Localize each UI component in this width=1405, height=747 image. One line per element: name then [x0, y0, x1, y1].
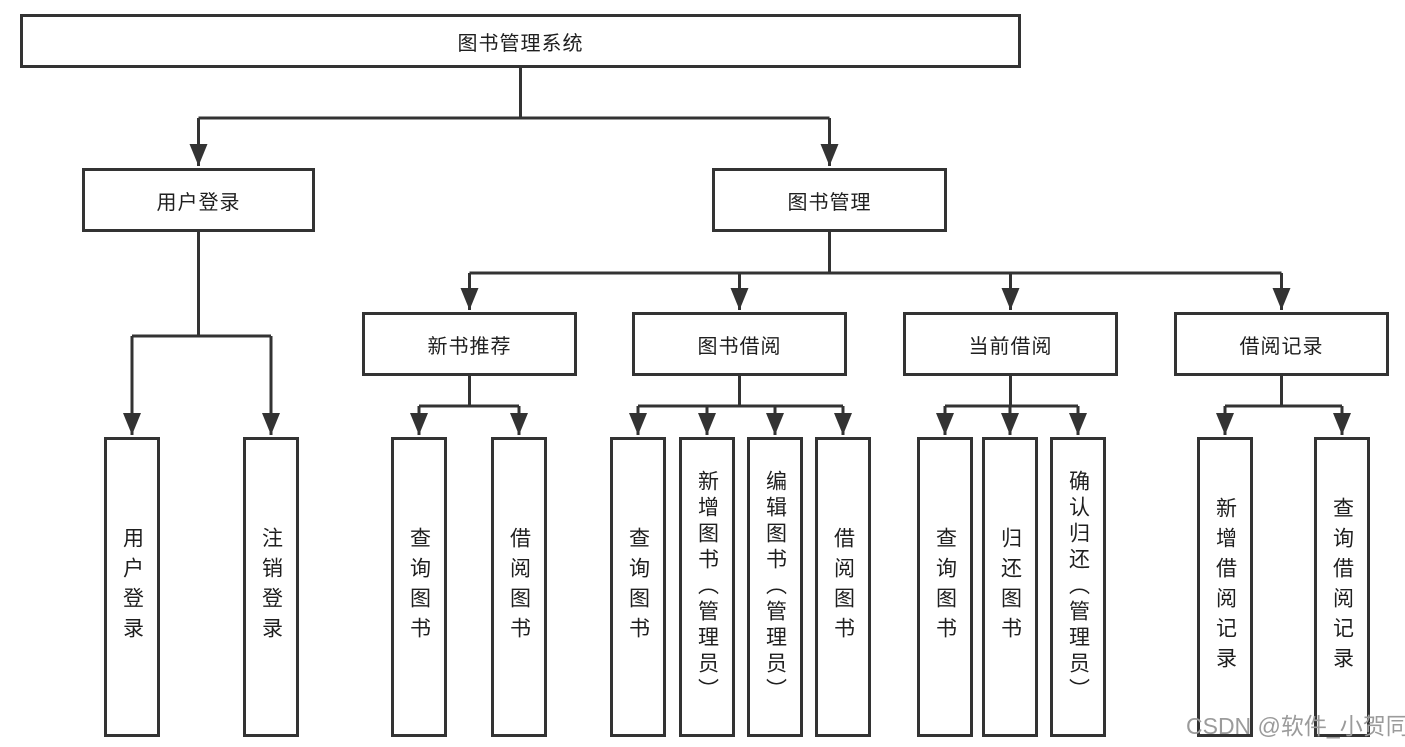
connector-user-login — [132, 232, 271, 338]
csdn-watermark: CSDN @软件_小贺同学 — [1186, 712, 1405, 742]
leaf-borrow-books-borrow: 借阅图书 — [815, 437, 871, 737]
leaf-query-books-recommend: 查询图书 — [391, 437, 447, 737]
leaf-add-borrow-record: 新增借阅记录 — [1197, 437, 1253, 737]
leaf-query-books-current: 查询图书 — [917, 437, 973, 737]
connector-new-book-recommend — [419, 376, 519, 408]
csdn-watermark-text: CSDN @软件_小贺同 — [1186, 713, 1405, 739]
node-new-book-recommend: 新书推荐 — [362, 312, 577, 376]
leaf-query-books-borrow: 查询图书 — [610, 437, 666, 737]
connector-book-borrow — [638, 376, 843, 408]
leaf-confirm-return-admin: 确认归还（管理员） — [1050, 437, 1106, 737]
leaf-return-books: 归还图书 — [982, 437, 1038, 737]
connector-book-management — [469, 232, 1282, 275]
connector-borrow-records — [1225, 376, 1342, 408]
node-book-borrow: 图书借阅 — [632, 312, 847, 376]
node-user-login: 用户登录 — [82, 168, 315, 232]
leaf-borrow-books-recommend: 借阅图书 — [491, 437, 547, 737]
node-current-borrow: 当前借阅 — [903, 312, 1118, 376]
connector-root — [198, 68, 830, 120]
leaf-query-borrow-record: 查询借阅记录 — [1314, 437, 1370, 737]
leaf-user-login: 用户登录 — [104, 437, 160, 737]
node-book-management: 图书管理 — [712, 168, 947, 232]
leaf-logout: 注销登录 — [243, 437, 299, 737]
leaf-add-book-admin: 新增图书（管理员） — [679, 437, 735, 737]
node-borrow-records: 借阅记录 — [1174, 312, 1389, 376]
connector-current-borrow — [945, 376, 1078, 408]
leaf-edit-book-admin: 编辑图书（管理员） — [747, 437, 803, 737]
node-root: 图书管理系统 — [20, 14, 1021, 68]
